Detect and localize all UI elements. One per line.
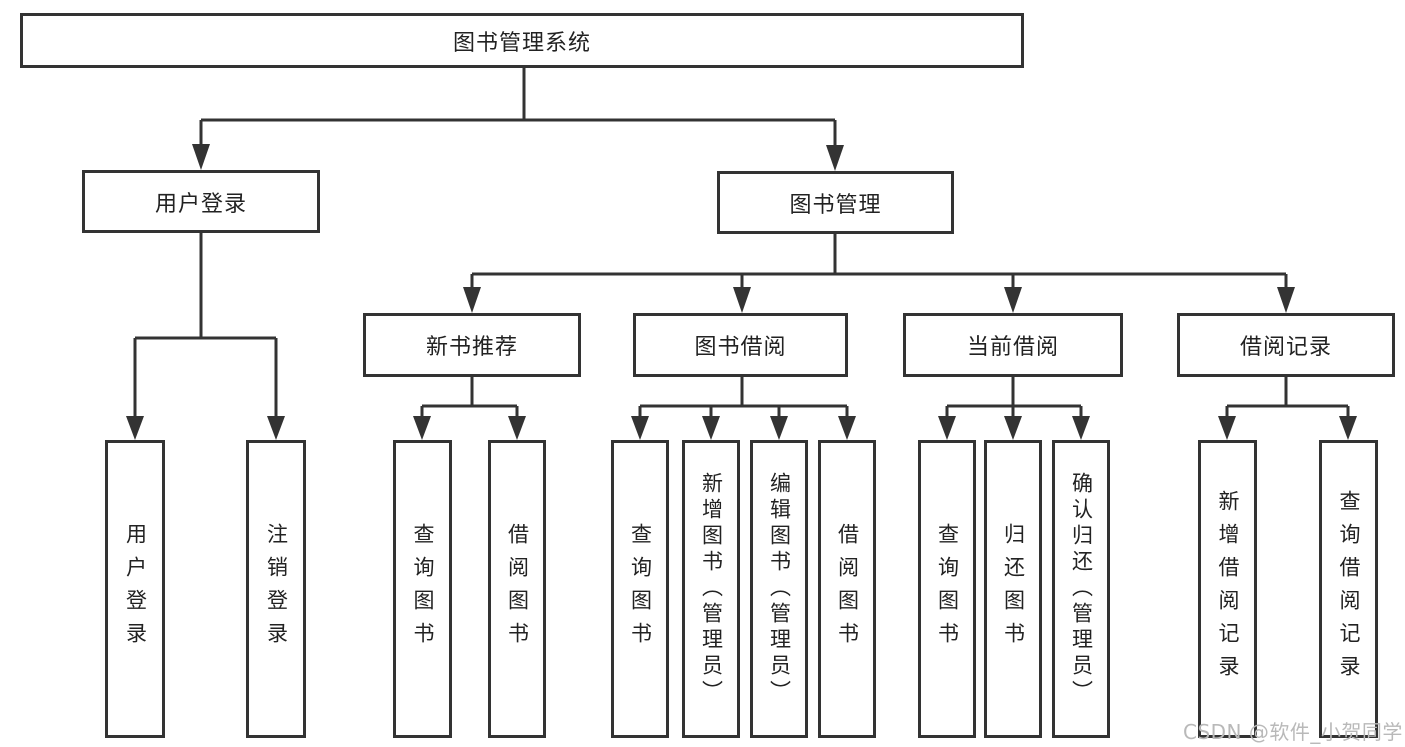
arrowhead-icon <box>1004 416 1022 440</box>
leaf-borrow-books-recommend: 借阅图书 <box>488 440 546 738</box>
leaf-user-login: 用户登录 <box>105 440 165 738</box>
arrowhead-icon <box>508 416 526 440</box>
node-label: 注销登录 <box>264 523 289 655</box>
arrowhead-icon <box>267 416 285 440</box>
leaf-edit-books-admin: 编辑图书（管理员） <box>750 440 808 738</box>
leaf-borrow-books: 借阅图书 <box>818 440 876 738</box>
connector-borrow-records-children <box>1218 377 1357 440</box>
node-new-book-recommend: 新书推荐 <box>363 313 581 377</box>
node-borrow-records: 借阅记录 <box>1177 313 1395 377</box>
leaf-query-books-recommend: 查询图书 <box>393 440 452 738</box>
node-library-system-root: 图书管理系统 <box>20 13 1024 68</box>
arrowhead-icon <box>1004 287 1022 313</box>
arrowhead-icon <box>838 416 856 440</box>
arrowhead-icon <box>733 287 751 313</box>
node-label: 查询图书 <box>935 523 960 655</box>
node-user-login: 用户登录 <box>82 170 320 233</box>
connector-book-borrow-children <box>631 377 856 440</box>
node-label: 归还图书 <box>1001 523 1026 655</box>
node-label: 借阅记录 <box>1239 335 1332 360</box>
node-label: 新书推荐 <box>425 335 518 360</box>
node-label: 用户登录 <box>123 523 148 655</box>
node-label: 编辑图书（管理员） <box>767 472 792 706</box>
arrowhead-icon <box>631 416 649 440</box>
connector-book-mgmt-children <box>463 234 1295 313</box>
connector-root-to-level2 <box>192 68 844 171</box>
arrowhead-icon <box>1277 287 1295 313</box>
csdn-watermark: CSDN @软件_小贺同学 <box>1183 720 1403 744</box>
node-label: 用户登录 <box>154 191 247 217</box>
node-label: 借阅图书 <box>835 523 860 655</box>
node-label: 新增借阅记录 <box>1216 490 1240 688</box>
node-label: 当前借阅 <box>966 335 1059 360</box>
node-label: 查询图书 <box>628 523 653 655</box>
leaf-add-books-admin: 新增图书（管理员） <box>682 440 740 738</box>
node-label: 新增图书（管理员） <box>699 472 724 706</box>
connector-new-book-rec-children <box>413 377 526 440</box>
node-label: 图书借阅 <box>694 335 787 360</box>
node-label: 借阅图书 <box>505 523 530 655</box>
arrowhead-icon <box>1218 416 1236 440</box>
arrowhead-icon <box>1339 416 1357 440</box>
arrowhead-icon <box>192 144 210 170</box>
arrowhead-icon <box>413 416 431 440</box>
node-label: 查询借阅记录 <box>1337 490 1361 688</box>
leaf-add-borrow-record: 新增借阅记录 <box>1198 440 1257 738</box>
node-label: 确认归还（管理员） <box>1069 472 1094 706</box>
leaf-query-books-borrow: 查询图书 <box>611 440 669 738</box>
arrowhead-icon <box>463 287 481 313</box>
arrowhead-icon <box>1072 416 1090 440</box>
leaf-query-books-current: 查询图书 <box>918 440 976 738</box>
connector-current-borrow-children <box>938 377 1090 440</box>
leaf-logout: 注销登录 <box>246 440 306 738</box>
node-current-borrow: 当前借阅 <box>903 313 1123 377</box>
leaf-query-borrow-record: 查询借阅记录 <box>1319 440 1378 738</box>
arrowhead-icon <box>702 416 720 440</box>
node-book-management: 图书管理 <box>717 171 954 234</box>
arrowhead-icon <box>938 416 956 440</box>
arrowhead-icon <box>126 416 144 440</box>
leaf-confirm-return-admin: 确认归还（管理员） <box>1052 440 1110 738</box>
node-book-borrow: 图书借阅 <box>633 313 848 377</box>
node-label: 查询图书 <box>411 523 435 655</box>
arrowhead-icon <box>826 145 844 171</box>
arrowhead-icon <box>770 416 788 440</box>
node-label: 图书管理系统 <box>452 30 591 56</box>
node-label: 图书管理 <box>789 192 882 218</box>
leaf-return-books: 归还图书 <box>984 440 1042 738</box>
connector-user-login-children <box>126 233 285 440</box>
